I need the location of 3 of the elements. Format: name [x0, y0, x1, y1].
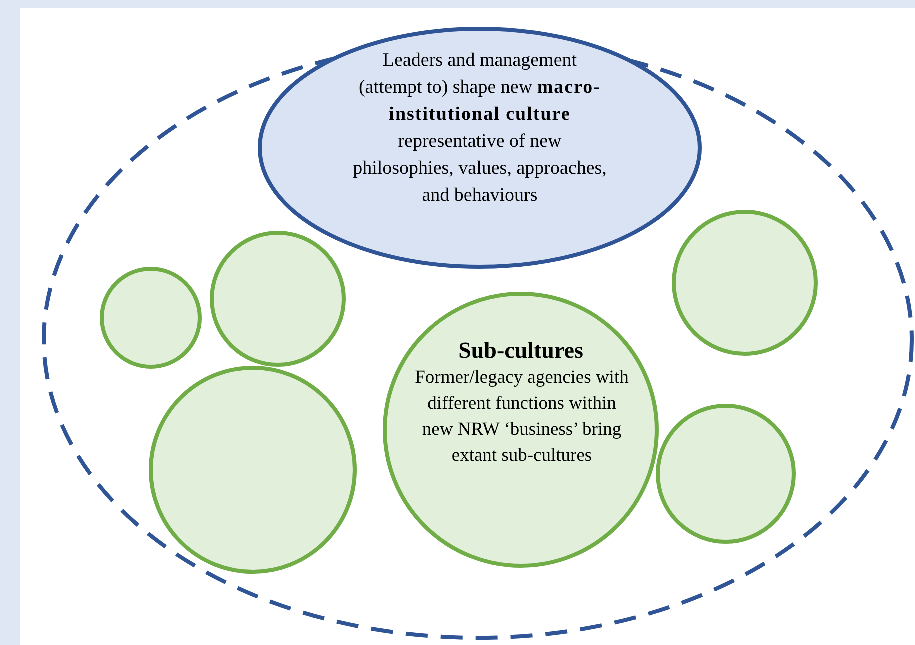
heading-text: Sub-cultures [458, 338, 584, 364]
body-text: Former/legacy agencies with different functions within new NRW ‘business’ bring extant sub-cultures [414, 367, 630, 468]
body-text: Leaders and management (attempt to) shape new macro-institutional culture representative of new philosophies, values, approaches, and behaviours [352, 49, 608, 208]
